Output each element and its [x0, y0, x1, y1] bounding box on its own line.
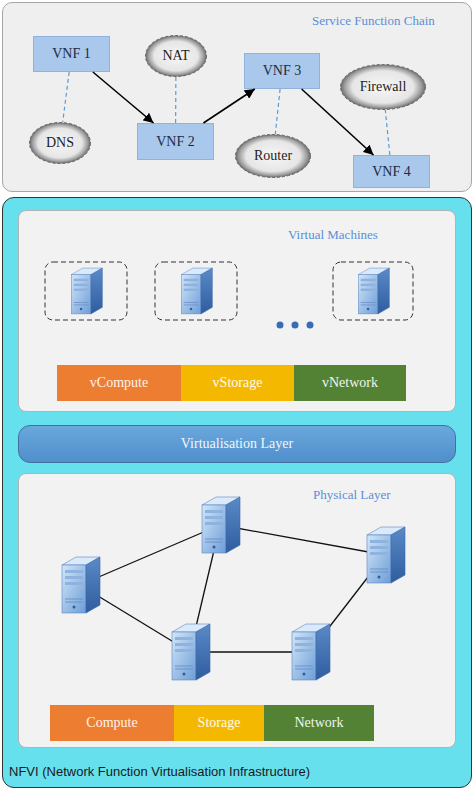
- chain-panel: Service Function ChainVNF 1 NAT VNF 3 Firew…: [2, 2, 472, 192]
- node-label: Virtualisation Layer: [181, 436, 293, 452]
- node-label: Storage: [198, 715, 241, 731]
- server-icon: [62, 557, 100, 613]
- function-ellipse: Router: [235, 134, 311, 178]
- layer-panel: Virtual Machines vCompute vStorage vNetwork: [18, 210, 456, 412]
- panel-title: Service Function Chain: [312, 13, 435, 29]
- network-link: [310, 555, 385, 652]
- resource-band: vCompute: [57, 365, 181, 401]
- ellipse-shape: [146, 36, 207, 77]
- function-ellipse: NAT: [145, 35, 207, 77]
- server-icon: [358, 268, 389, 314]
- ellipse-shape: [30, 123, 91, 164]
- resource-band: Network: [264, 705, 374, 741]
- server-icon: [181, 268, 212, 314]
- network-link: [80, 525, 220, 585]
- node-label: Firewall: [360, 79, 407, 95]
- panel-title: NFVI (Network Function Virtualisation In…: [9, 764, 310, 780]
- resource-band: Compute: [50, 705, 174, 741]
- node-label: VNF 4: [372, 164, 411, 180]
- chain-arrow: [302, 89, 374, 155]
- dashed-link: [385, 110, 390, 155]
- vnf-box: VNF 3: [244, 53, 320, 89]
- node-label: vCompute: [90, 375, 148, 391]
- virtualisation-bar: Virtualisation Layer: [18, 425, 456, 463]
- vnf-box: VNF 1: [33, 36, 110, 72]
- server-icon: [292, 624, 330, 680]
- node-label: VNF 1: [52, 46, 91, 62]
- network-link: [190, 651, 310, 652]
- ellipsis-dot: [292, 322, 299, 329]
- node-label: Router: [254, 148, 292, 164]
- panel-title: Virtual Machines: [288, 227, 378, 243]
- network-link: [220, 525, 385, 555]
- resource-band: Storage: [174, 705, 264, 741]
- dashed-link: [275, 89, 280, 134]
- dashed-link: [63, 72, 69, 122]
- dashed-link: [175, 77, 176, 123]
- server-icon: [71, 268, 102, 314]
- vnf-box: VNF 2: [137, 123, 214, 160]
- resource-band: vStorage: [181, 365, 294, 401]
- ellipsis-dot: [277, 322, 284, 329]
- ellipse-shape: [341, 65, 426, 110]
- function-ellipse: DNS: [29, 122, 91, 164]
- network-link: [80, 585, 190, 652]
- panel-title: Physical Layer: [313, 487, 391, 503]
- node-label: VNF 3: [263, 63, 302, 79]
- function-ellipse: Firewall: [340, 64, 426, 110]
- node-label: vNetwork: [322, 375, 378, 391]
- resource-band: vNetwork: [294, 365, 406, 401]
- node-label: Compute: [86, 715, 137, 731]
- nfvi-panel: NFVI (Network Function Virtualisation In…: [2, 197, 472, 788]
- ellipse-shape: [236, 135, 311, 178]
- chain-arrow: [93, 72, 154, 123]
- server-icon: [367, 527, 405, 583]
- node-label: NAT: [162, 48, 189, 64]
- vm-frame: [333, 262, 413, 320]
- vm-frame: [45, 262, 127, 320]
- node-label: Network: [295, 715, 344, 731]
- node-label: vStorage: [213, 375, 263, 391]
- node-label: VNF 2: [156, 134, 195, 150]
- chain-arrow: [203, 89, 254, 123]
- server-icon: [202, 497, 240, 553]
- layer-panel: Physical LayerCompute Storage Network: [18, 473, 456, 748]
- ellipsis-dot: [307, 322, 314, 329]
- network-link: [190, 525, 220, 652]
- vnf-box: VNF 4: [353, 155, 430, 188]
- server-icon: [172, 624, 210, 680]
- vm-frame: [155, 262, 237, 320]
- node-label: DNS: [46, 135, 74, 151]
